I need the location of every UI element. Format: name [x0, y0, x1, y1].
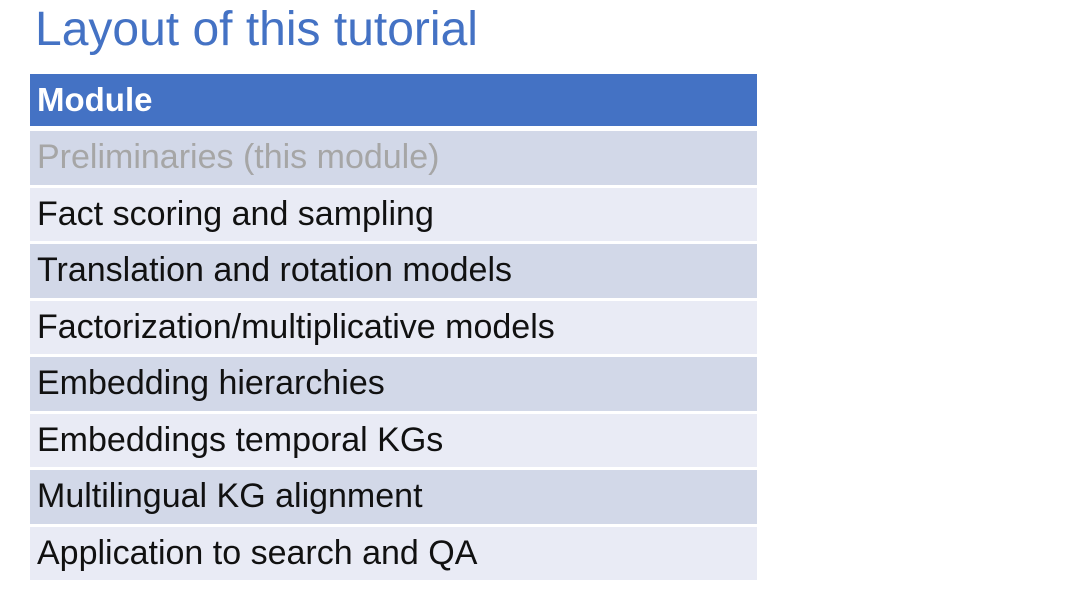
row-label: Fact scoring and sampling [37, 194, 434, 233]
table-header-row: Module [30, 74, 757, 131]
slide-title: Layout of this tutorial [35, 3, 478, 56]
table-row: Multilingual KG alignment [30, 470, 757, 527]
row-label: Multilingual KG alignment [37, 477, 423, 516]
row-label: Embeddings temporal KGs [37, 420, 444, 459]
table-row: Embedding hierarchies [30, 357, 757, 414]
table-body: Preliminaries (this module) Fact scoring … [30, 131, 757, 583]
table-row: Fact scoring and sampling [30, 187, 757, 244]
table-row: Application to search and QA [30, 526, 757, 583]
row-label: Application to search and QA [37, 533, 478, 572]
table-row: Embeddings temporal KGs [30, 413, 757, 470]
module-table: Module Preliminaries (this module) Fact s… [30, 74, 757, 583]
row-label: Embedding hierarchies [37, 364, 385, 403]
table-row: Factorization/multiplicative models [30, 300, 757, 357]
row-label: Preliminaries (this module) [37, 138, 440, 177]
row-label: Translation and rotation models [37, 251, 513, 290]
row-label: Factorization/multiplicative models [37, 307, 555, 346]
table-header-label: Module [37, 81, 153, 118]
table-row: Translation and rotation models [30, 244, 757, 301]
table-row: Preliminaries (this module) [30, 131, 757, 188]
